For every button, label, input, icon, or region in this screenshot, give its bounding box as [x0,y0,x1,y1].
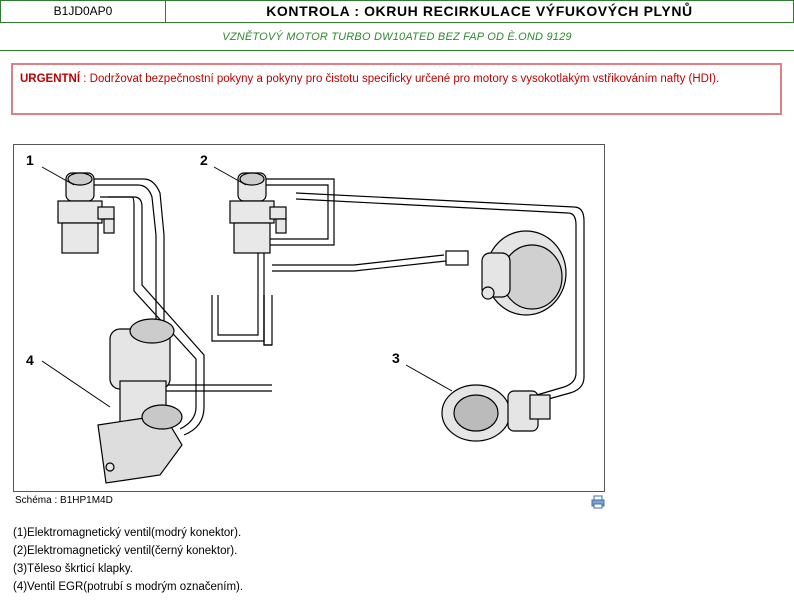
legend-item: (1)Elektromagnetický ventil(modrý konekt… [13,527,242,539]
hose-line [100,196,205,436]
egr-valve-drawing [97,318,183,484]
callout-3: 3 [392,350,400,366]
hose-line [263,295,272,346]
figure-caption: Schéma : B1HP1M4D [15,495,113,506]
hose-line [88,184,272,392]
callout-1: 1 [26,152,34,168]
page-header: B1JD0AP0 KONTROLA : OKRUH RECIRKULACE VÝ… [0,0,794,24]
legend-item: (2)Elektromagnetický ventil(černý konekt… [13,545,238,557]
hose-line [295,198,577,398]
print-icon[interactable] [591,495,605,509]
engine-subtitle: VZNĚTOVÝ MOTOR TURBO DW10ATED BEZ FAP OD… [0,24,794,51]
hose-line [295,192,585,404]
urgent-text: : Dodržovat bezpečnostní pokyny a pokyny… [80,73,720,85]
hose-line [88,178,272,386]
hose-line [272,260,447,272]
page-title: KONTROLA : OKRUH RECIRKULACE VÝFUKOVÝCH … [166,0,794,23]
callout-2: 2 [200,152,208,168]
document-code: B1JD0AP0 [0,0,166,23]
valve-1-drawing [57,172,115,254]
legend-item: (4)Ventil EGR(potrubí s modrým označením… [13,581,244,593]
hose-line [108,196,197,430]
egr-diagram: 1 2 3 4 [26,152,585,484]
vacuum-pump-drawing [445,230,567,316]
legend-item: (3)Těleso škrticí klapky. [13,563,133,575]
urgent-label: URGENTNÍ [20,73,81,85]
valve-2-drawing [229,172,287,254]
urgent-warning-box: URGENTNÍ : Dodržovat bezpečnostní pokyny… [11,63,782,115]
component-legend: (1)Elektromagnetický ventil(modrý konekt… [13,524,243,596]
callout-4: 4 [26,352,34,368]
throttle-body-drawing [441,384,551,442]
schematic-figure: 1 2 3 4 [13,144,605,492]
hose-line [272,254,445,266]
